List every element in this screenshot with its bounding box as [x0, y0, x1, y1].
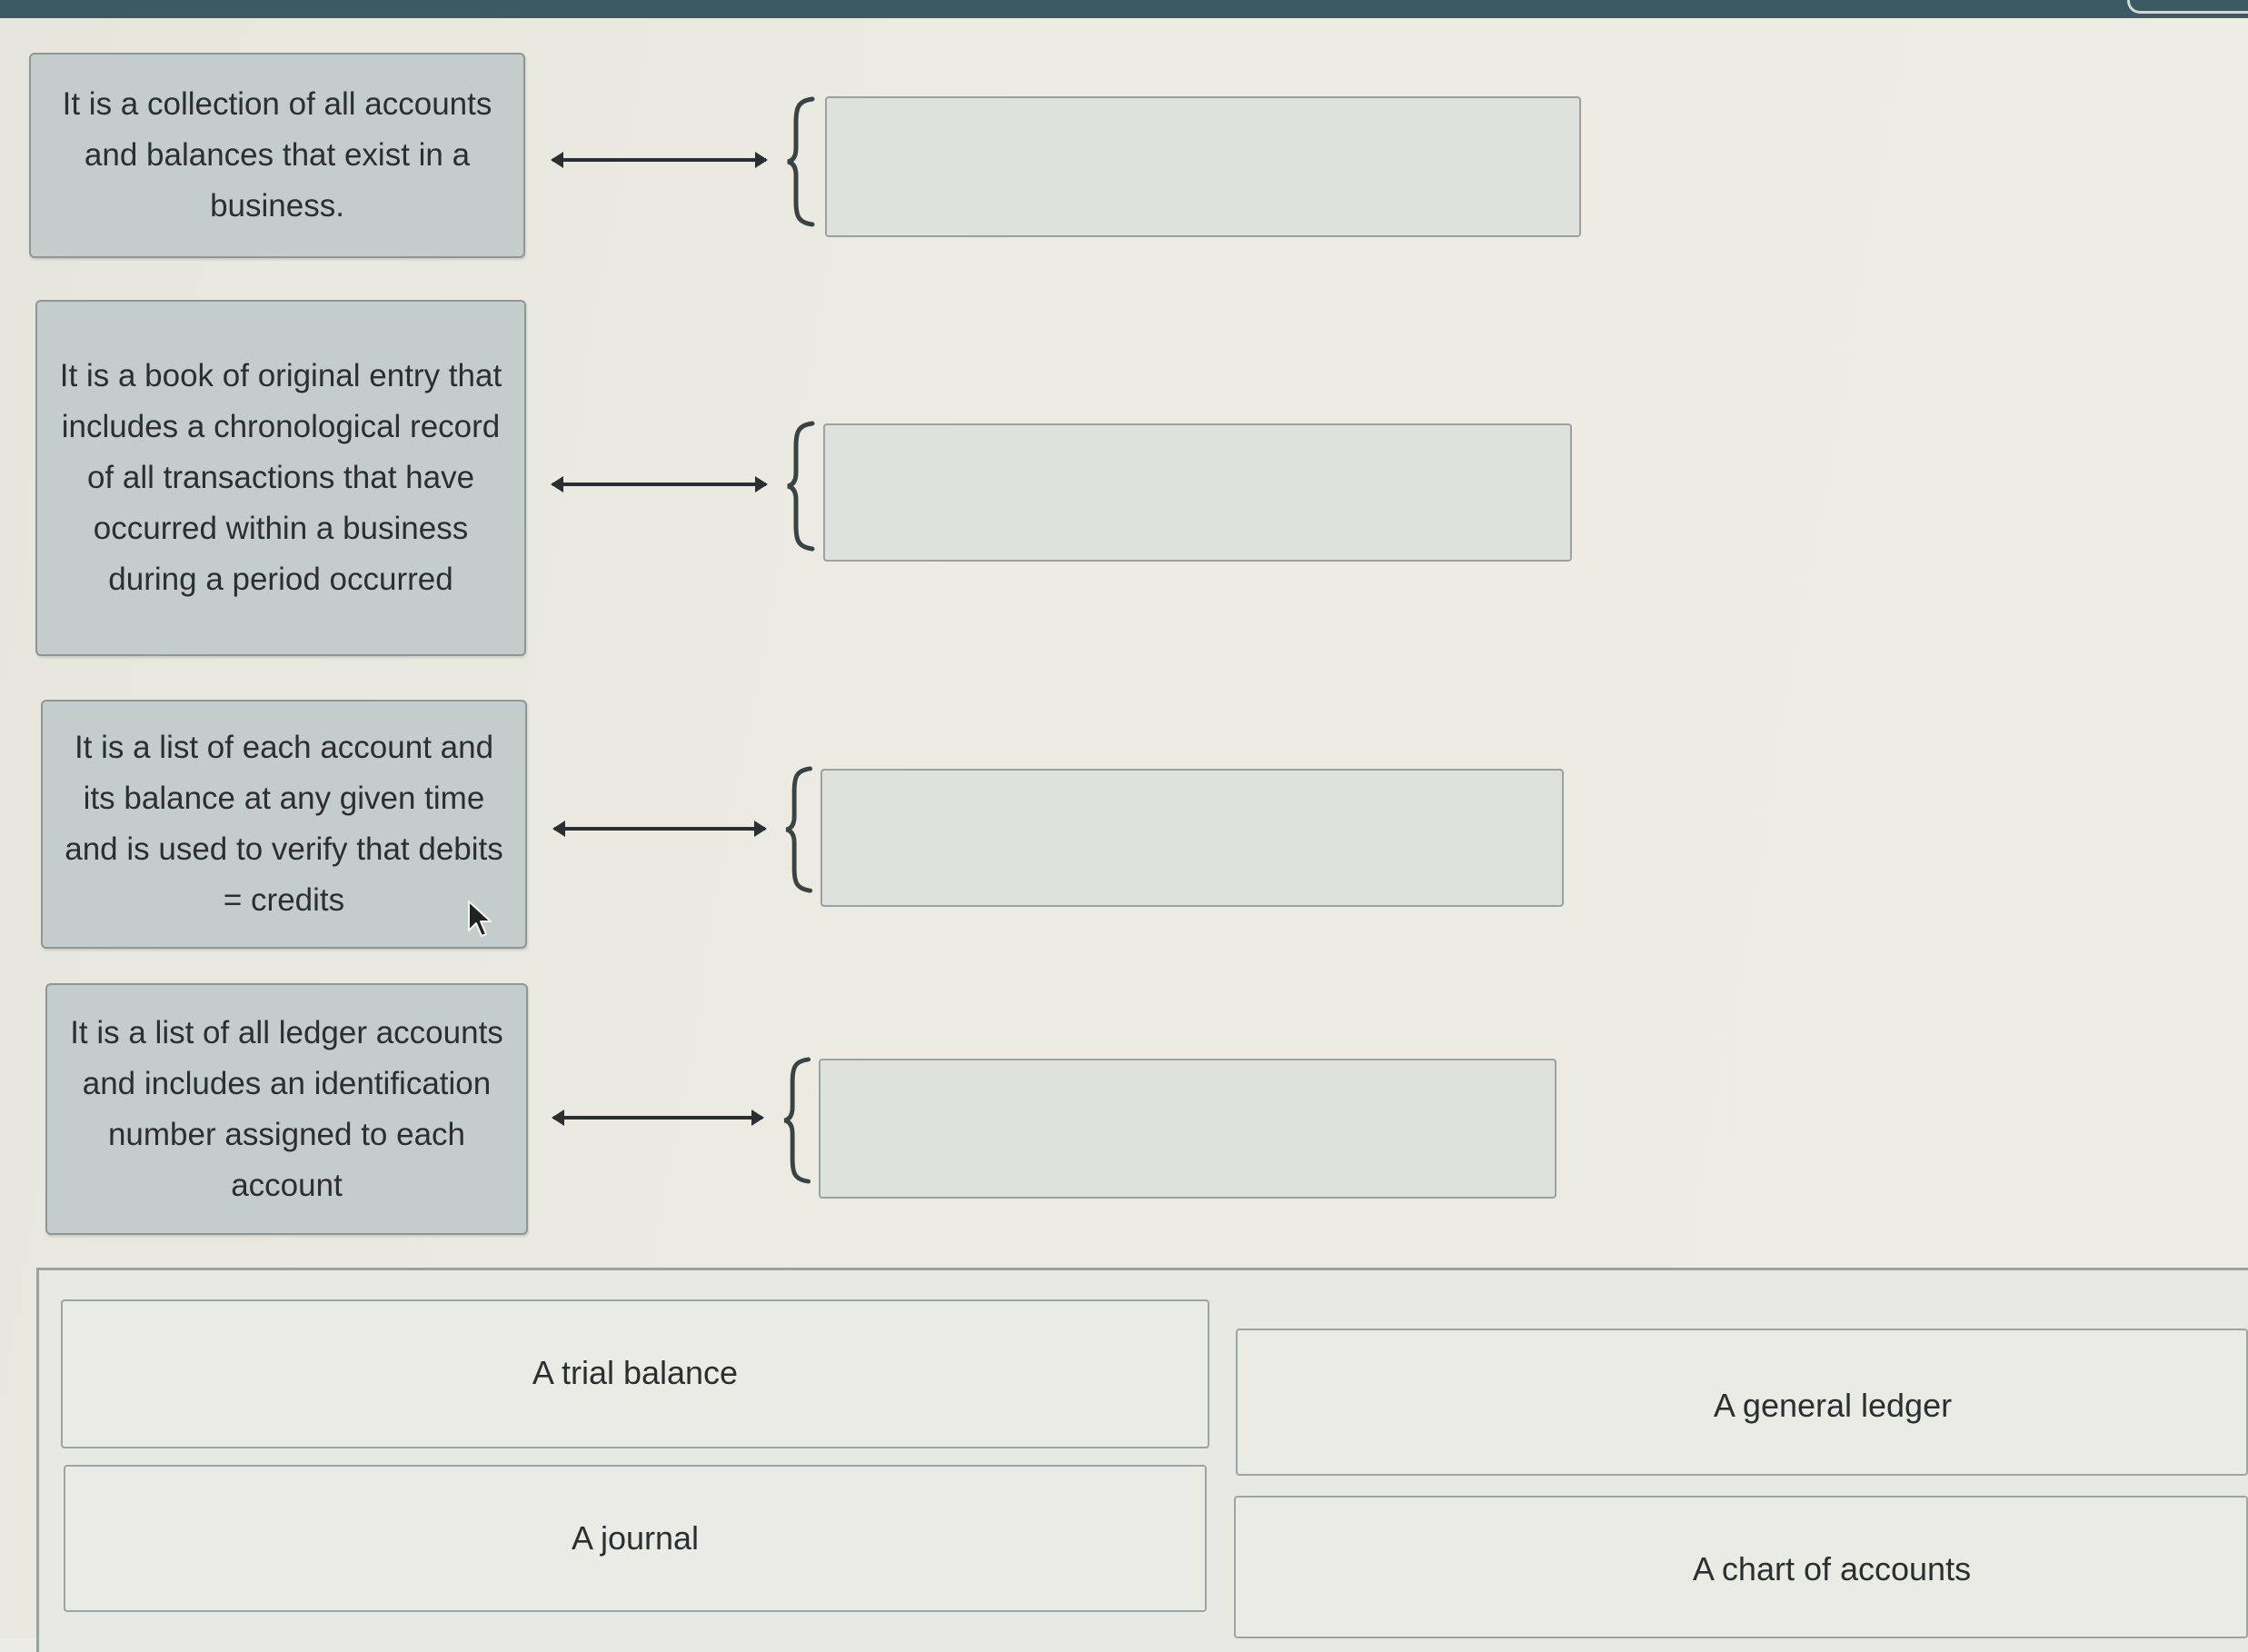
prompt-text-1: It is a collection of all accounts and b… [62, 86, 492, 224]
left-brace-icon [787, 421, 815, 552]
option-label: A trial balance [532, 1354, 739, 1391]
drop-target-4[interactable] [819, 1059, 1557, 1199]
option-label: A journal [571, 1519, 700, 1557]
drop-target-3[interactable] [821, 769, 1564, 907]
left-brace-icon [785, 766, 813, 893]
left-brace-icon [783, 1057, 811, 1184]
prompt-card-4: It is a list of all ledger accounts and … [45, 983, 528, 1235]
mouse-pointer-icon [468, 901, 492, 937]
prompt-card-1: It is a collection of all accounts and b… [29, 53, 525, 258]
top-bar [0, 0, 2248, 18]
option-label: A chart of accounts [1692, 1550, 1972, 1587]
option-journal[interactable]: A journal [64, 1465, 1207, 1612]
drop-target-1[interactable] [825, 96, 1581, 237]
top-bar-tab [2127, 0, 2248, 14]
double-arrow-icon [551, 476, 768, 493]
double-arrow-icon [551, 152, 768, 168]
double-arrow-icon [552, 821, 767, 837]
prompt-card-2: It is a book of original entry that incl… [35, 300, 526, 656]
option-label: A general ledger [1713, 1387, 1953, 1424]
prompt-text-4: It is a list of all ledger accounts and … [70, 1014, 503, 1203]
option-general-ledger[interactable]: A general ledger [1236, 1329, 2248, 1476]
option-chart-of-accounts[interactable]: A chart of accounts [1234, 1496, 2248, 1638]
prompt-card-3: It is a list of each account and its bal… [41, 700, 527, 949]
double-arrow-icon [552, 1110, 764, 1126]
prompt-text-3: It is a list of each account and its bal… [65, 730, 503, 918]
prompt-text-2: It is a book of original entry that incl… [59, 358, 502, 597]
option-trial-balance[interactable]: A trial balance [61, 1299, 1209, 1448]
left-brace-icon [787, 96, 815, 227]
drop-target-2[interactable] [823, 423, 1572, 562]
